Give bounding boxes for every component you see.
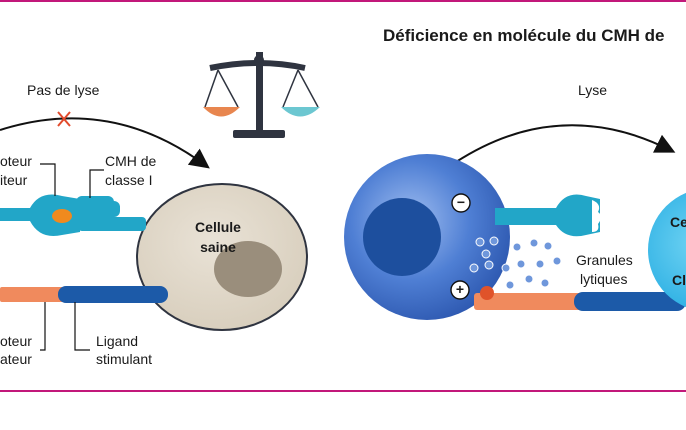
minus-badge — [451, 193, 471, 213]
lysis-arrow — [455, 124, 676, 163]
healthy-cell-label-2: saine — [200, 239, 236, 255]
target-cell-label-2: Cl — [672, 272, 686, 288]
balance-scale-icon — [203, 52, 320, 138]
healthy-cell-label-1: Cellule — [195, 219, 241, 235]
plus-sign: + — [455, 281, 465, 297]
top-divider — [0, 0, 686, 2]
stimulating-ligand-right — [574, 292, 686, 311]
mhc-class-i-molecule — [76, 196, 146, 231]
receptor-bottom-label-2: ateur — [0, 351, 32, 367]
inhibitory-receptor — [0, 194, 80, 237]
mhc-label-1: CMH de — [105, 153, 157, 169]
bottom-divider — [0, 390, 686, 392]
granules-label-1: Granules — [576, 252, 633, 268]
ligand-label-1: Ligand — [96, 333, 139, 349]
ligand-leader — [74, 302, 90, 351]
receptor-top-label-2: iteur — [0, 172, 28, 188]
no-lysis-label: Pas de lyse — [27, 82, 100, 98]
stimulating-ligand — [58, 286, 168, 303]
granules-label-2: lytiques — [580, 271, 628, 287]
receptor-bottom-label-1: oteur — [0, 333, 32, 349]
mhc-leader — [89, 169, 104, 198]
activating-receptor — [0, 287, 64, 302]
target-cell-label-1: Ce — [670, 214, 686, 230]
activating-receptor-right — [474, 286, 584, 310]
receptor-top-label-1: oteur — [0, 153, 32, 169]
nk-cell-nucleus — [363, 198, 441, 276]
cross-icon — [57, 111, 71, 127]
plus-badge — [450, 280, 470, 300]
minus-sign: − — [456, 194, 466, 210]
receptor-bottom-leader — [40, 302, 46, 351]
target-cell — [648, 192, 686, 308]
mhc-label-2: classe I — [105, 172, 153, 188]
lytic-granules — [469, 236, 562, 290]
page-title: Déficience en molécule du CMH de — [383, 26, 665, 45]
receptor-top-leader — [40, 163, 56, 196]
no-lysis-arrow — [0, 117, 210, 169]
healthy-cell-nucleus — [214, 241, 282, 297]
ligand-label-2: stimulant — [96, 351, 153, 367]
inhibitory-receptor-right — [495, 194, 601, 237]
lysis-label: Lyse — [578, 82, 608, 98]
